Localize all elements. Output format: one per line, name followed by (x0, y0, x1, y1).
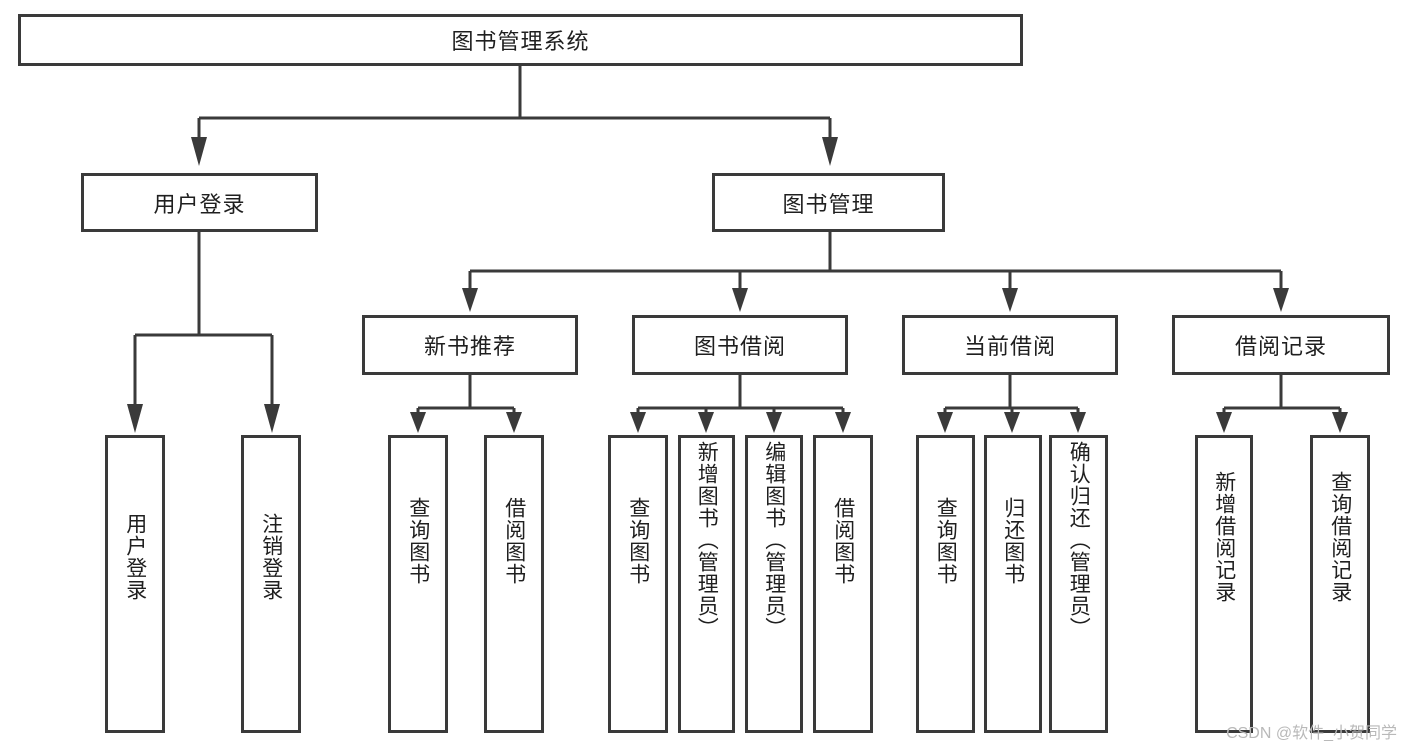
leaf-box-add-book-admin[interactable] (678, 435, 735, 733)
arrow-head-leaf-confirm-return-admin (1070, 412, 1086, 433)
node-book-borrow-box[interactable] (632, 315, 848, 375)
arrow-head-leaf-query-book-borrow (630, 412, 646, 433)
leaf-box-user-logout[interactable] (241, 435, 301, 733)
leaf-box-return-book[interactable] (984, 435, 1042, 733)
leaf-box-edit-book-admin[interactable] (745, 435, 803, 733)
node-new-book-recommend-box[interactable] (362, 315, 578, 375)
leaf-box-confirm-return-admin[interactable] (1049, 435, 1108, 733)
node-root-box[interactable] (18, 14, 1023, 66)
leaf-box-user-login[interactable] (105, 435, 165, 733)
arrow-head-leaf-edit-book-admin (766, 412, 782, 433)
arrow-head-current-borrow (1002, 288, 1018, 312)
leaf-box-borrow-book-rec[interactable] (484, 435, 544, 733)
arrow-head-leaf-borrow-book (835, 412, 851, 433)
node-borrow-record-box[interactable] (1172, 315, 1390, 375)
leaf-box-borrow-book[interactable] (813, 435, 873, 733)
arrow-head-leaf-user-login (127, 404, 143, 433)
arrow-head-book-borrow (732, 288, 748, 312)
node-current-borrow-box[interactable] (902, 315, 1118, 375)
leaf-box-add-borrow-record[interactable] (1195, 435, 1253, 733)
leaf-box-query-book-current[interactable] (916, 435, 975, 733)
arrow-head-leaf-query-borrow-record (1332, 412, 1348, 433)
node-book-manage-box[interactable] (712, 173, 945, 232)
leaf-box-query-borrow-record[interactable] (1310, 435, 1370, 733)
leaf-box-query-book-rec[interactable] (388, 435, 448, 733)
arrow-head-borrow-record (1273, 288, 1289, 312)
arrow-head-leaf-user-logout (264, 404, 280, 433)
arrow-head-new-book-recommend (462, 288, 478, 312)
leaf-box-query-book-borrow[interactable] (608, 435, 668, 733)
arrow-head-user-login (191, 137, 207, 166)
arrow-head-leaf-borrow-book-rec (506, 412, 522, 433)
arrow-head-book-manage (822, 137, 838, 166)
node-user-login-box[interactable] (81, 173, 318, 232)
arrow-head-leaf-add-borrow-record (1216, 412, 1232, 433)
arrow-head-leaf-add-book-admin (698, 412, 714, 433)
arrow-head-leaf-query-book-rec (410, 412, 426, 433)
arrow-head-leaf-query-book-current (937, 412, 953, 433)
csdn-watermark: CSDN @软件_小贺同学 (1226, 725, 1397, 742)
arrow-head-leaf-return-book (1004, 412, 1020, 433)
